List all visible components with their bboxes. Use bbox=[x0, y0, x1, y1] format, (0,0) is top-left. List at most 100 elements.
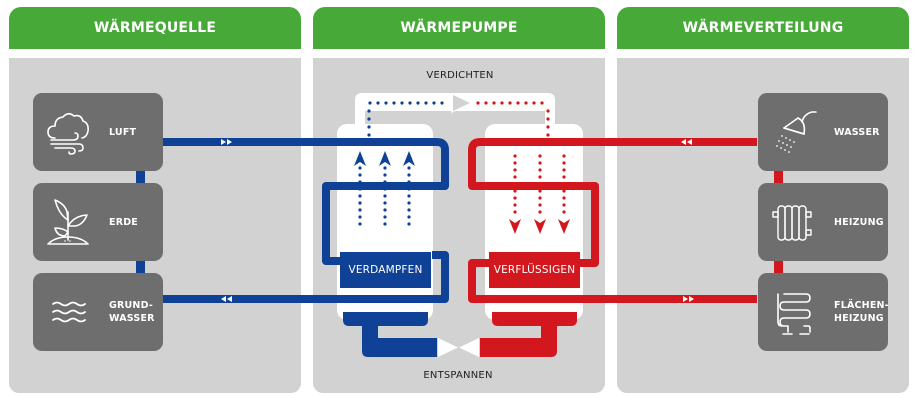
vapor-dot bbox=[432, 101, 436, 105]
flow-arrow-back-icon bbox=[221, 296, 226, 302]
panel-title-heat-pump: WÄRMEPUMPE bbox=[400, 20, 518, 36]
evaporation-dot bbox=[407, 187, 411, 191]
vapor-dot bbox=[476, 101, 480, 105]
condensation-dot bbox=[538, 203, 542, 207]
condensation-dot bbox=[562, 196, 566, 200]
vapor-dot bbox=[516, 101, 520, 105]
condensation-dot bbox=[538, 161, 542, 165]
vapor-dot bbox=[440, 101, 444, 105]
flow-arrow-forward-icon bbox=[221, 139, 226, 145]
evaporation-dot bbox=[358, 222, 362, 226]
vapor-dot bbox=[508, 101, 512, 105]
up-arrow-icon bbox=[379, 151, 391, 166]
condensation-dot bbox=[513, 196, 517, 200]
condensation-dot bbox=[513, 189, 517, 193]
evaporation-dot bbox=[383, 166, 387, 170]
condensation-dot bbox=[562, 210, 566, 214]
vapor-dot bbox=[492, 101, 496, 105]
floor-heating-icon bbox=[777, 293, 811, 335]
evaporation-dot bbox=[358, 194, 362, 198]
vapor-dot bbox=[367, 117, 371, 121]
vapor-dot bbox=[500, 101, 504, 105]
source-label-ground: ERDE bbox=[109, 216, 138, 228]
flow-arrow-forward-icon bbox=[683, 296, 688, 302]
vapor-dot bbox=[532, 101, 536, 105]
consumer-label-floor-heating: FLÄCHEN-HEIZUNG bbox=[834, 299, 889, 325]
evaporation-dot bbox=[407, 222, 411, 226]
condensation-dot bbox=[513, 210, 517, 214]
expansion-valve-left-icon bbox=[438, 338, 458, 357]
condensation-dot bbox=[538, 210, 542, 214]
consumer-tile-water[interactable]: WASSER bbox=[758, 93, 888, 171]
source-tile-groundwater[interactable]: GRUND-WASSER bbox=[33, 273, 163, 351]
flow-arrow-back-icon bbox=[681, 139, 686, 145]
condensation-dot bbox=[538, 182, 542, 186]
condensation-dot bbox=[513, 168, 517, 172]
cold-supply-pipe bbox=[163, 138, 449, 265]
vapor-dot bbox=[546, 109, 550, 113]
vapor-dot bbox=[546, 117, 550, 121]
condensation-dot bbox=[538, 189, 542, 193]
evaporation-dot bbox=[358, 166, 362, 170]
condensation-dot bbox=[562, 154, 566, 158]
compress-label: VERDICHTEN bbox=[426, 70, 494, 81]
vapor-dot bbox=[367, 133, 371, 137]
condenser-outlet-pipe bbox=[480, 312, 577, 357]
shower-head-icon bbox=[776, 111, 817, 153]
evaporator-label: VERDAMPFEN bbox=[348, 264, 423, 276]
vapor-dot bbox=[384, 101, 388, 105]
evaporation-dot bbox=[407, 173, 411, 177]
source-tile-ground[interactable]: ERDE bbox=[33, 183, 163, 261]
vapor-dot bbox=[546, 133, 550, 137]
consumer-label-water: WASSER bbox=[834, 126, 880, 138]
water-waves-icon bbox=[52, 301, 86, 323]
hot-supply-pipe bbox=[468, 138, 757, 267]
panel-title-heat-distribution: WÄRMEVERTEILUNG bbox=[682, 20, 844, 36]
cloud-wind-icon bbox=[47, 112, 89, 155]
condensation-dot bbox=[513, 161, 517, 165]
cold-return-pipe bbox=[163, 251, 449, 303]
panel-title-heat-source: WÄRMEQUELLE bbox=[93, 20, 217, 36]
evaporator-outlet-pipe bbox=[343, 312, 437, 357]
condensation-dot bbox=[562, 182, 566, 186]
evaporation-dot bbox=[383, 194, 387, 198]
condensation-dot bbox=[513, 154, 517, 158]
vapor-dot bbox=[367, 109, 371, 113]
consumer-tile-floor-heating[interactable]: FLÄCHEN-HEIZUNG bbox=[758, 273, 889, 351]
source-label-air: LUFT bbox=[109, 126, 137, 138]
plant-sprout-icon bbox=[47, 199, 89, 245]
vapor-dot bbox=[400, 101, 404, 105]
source-tile-air[interactable]: LUFT bbox=[33, 93, 163, 171]
label-line: GRUND- bbox=[109, 300, 153, 311]
compressor-icon-inner bbox=[453, 95, 470, 111]
evaporation-dot bbox=[358, 173, 362, 177]
evaporator-box bbox=[340, 252, 431, 288]
condensation-dot bbox=[562, 175, 566, 179]
consumer-tile-heating[interactable]: HEIZUNG bbox=[758, 183, 888, 261]
condensation-dot bbox=[562, 203, 566, 207]
flow-arrow-back-icon bbox=[227, 296, 232, 302]
evaporation-dot bbox=[358, 201, 362, 205]
condensation-dot bbox=[513, 175, 517, 179]
hot-return-pipe bbox=[468, 259, 757, 303]
expand-label: ENTSPANNEN bbox=[423, 370, 493, 381]
down-arrow-icon bbox=[558, 219, 570, 234]
evaporation-dot bbox=[407, 215, 411, 219]
condensation-dot bbox=[562, 168, 566, 172]
condensation-dot bbox=[513, 182, 517, 186]
vapor-dot bbox=[416, 101, 420, 105]
evaporation-dot bbox=[383, 222, 387, 226]
evaporation-dot bbox=[383, 173, 387, 177]
condensation-dot bbox=[562, 189, 566, 193]
evaporation-dot bbox=[407, 180, 411, 184]
vapor-dot bbox=[367, 125, 371, 129]
vapor-dot bbox=[408, 101, 412, 105]
evaporation-dot bbox=[358, 180, 362, 184]
evaporation-dot bbox=[407, 194, 411, 198]
evaporation-dot bbox=[358, 187, 362, 191]
vapor-dot bbox=[376, 101, 380, 105]
evaporation-dot bbox=[383, 201, 387, 205]
source-label-groundwater: GRUND-WASSER bbox=[109, 299, 155, 325]
vapor-dot bbox=[524, 101, 528, 105]
